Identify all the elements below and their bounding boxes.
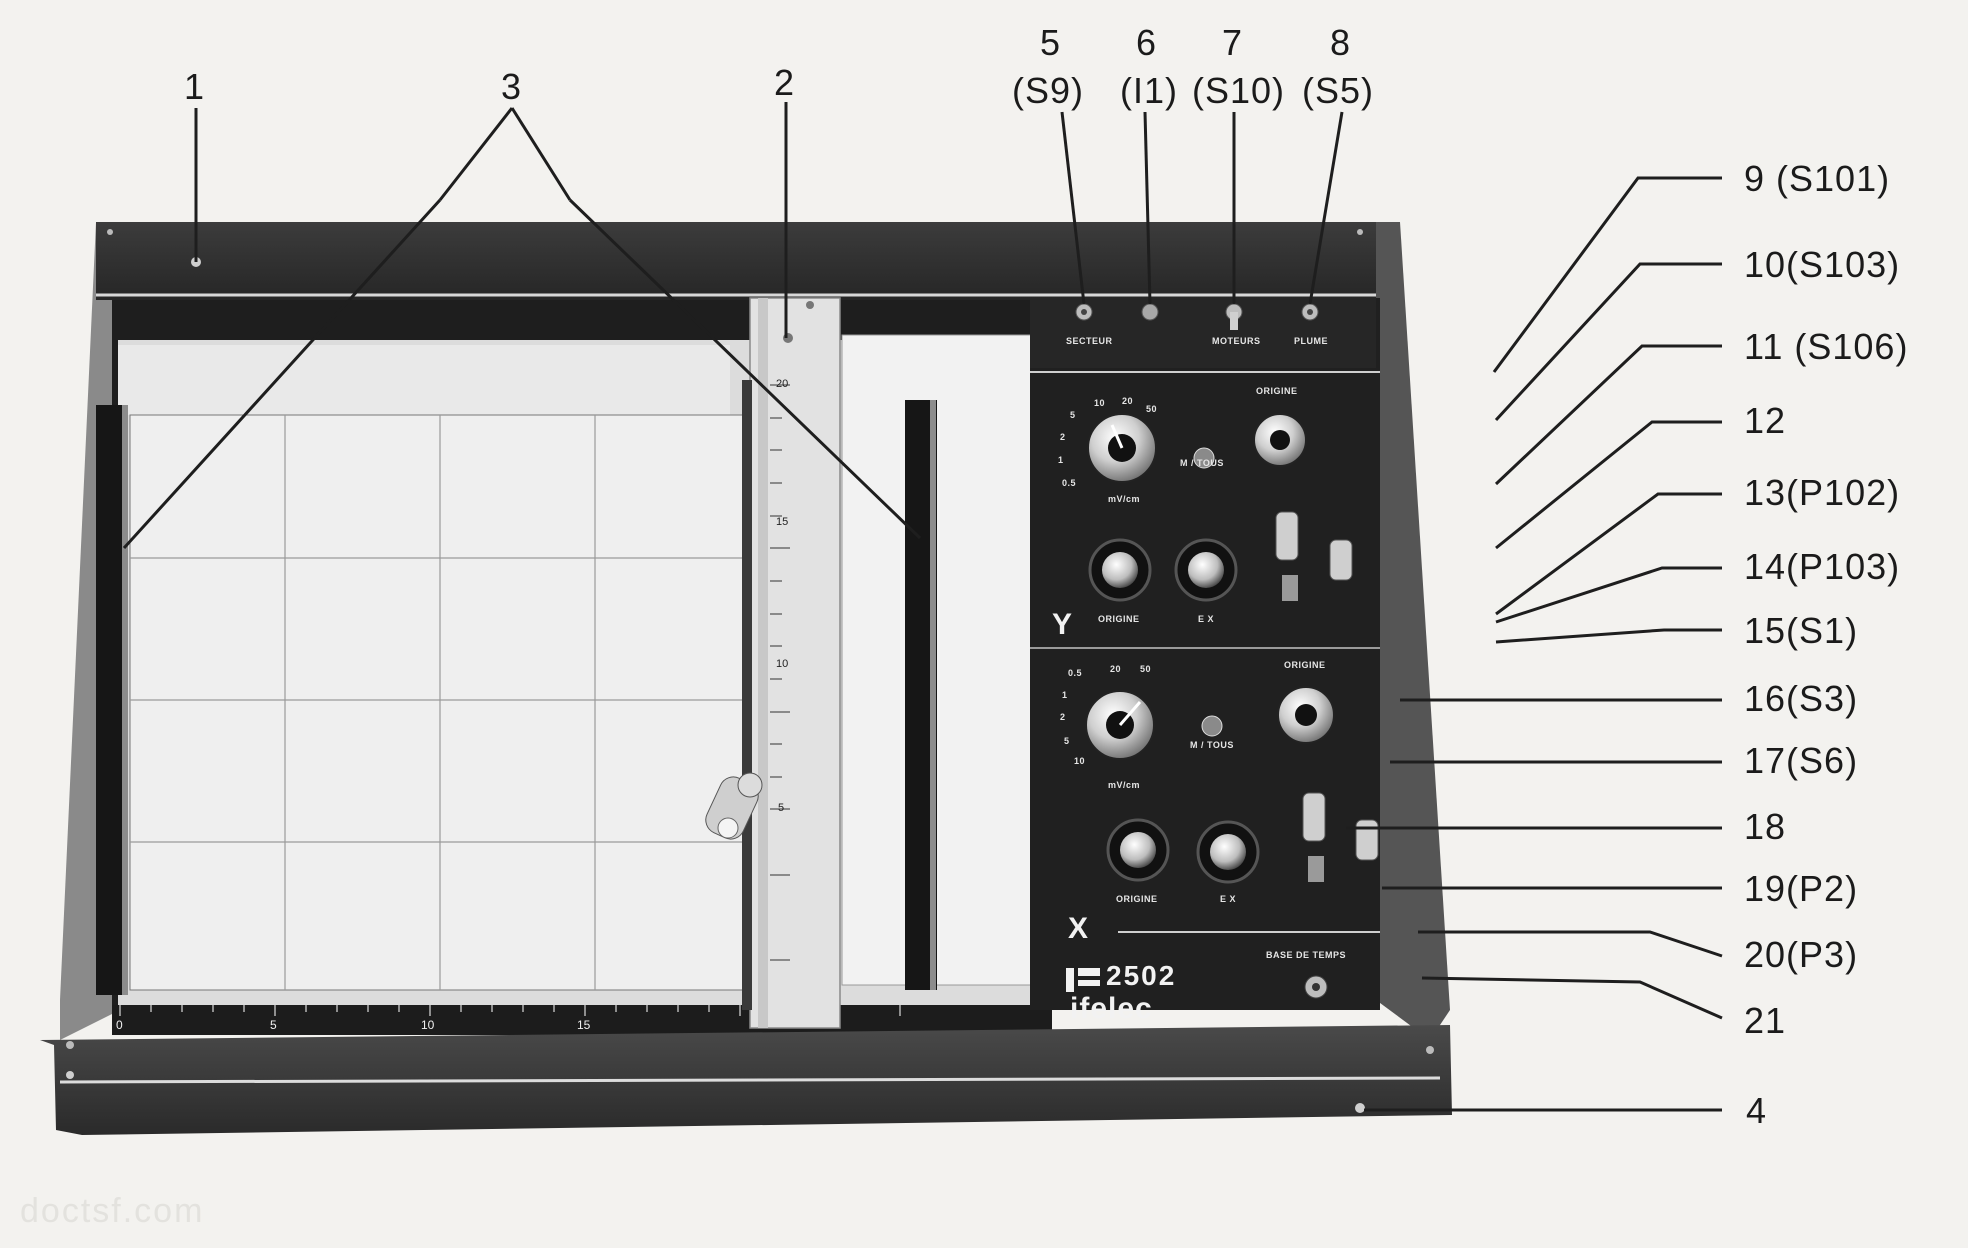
watermark: doctsf.com <box>20 1192 205 1230</box>
x-calib-label: M / TOUS <box>1190 740 1234 750</box>
y-calib-label: M / TOUS <box>1180 458 1224 468</box>
recorder-case <box>40 222 1452 1135</box>
callout-12: 12 <box>1744 400 1787 441</box>
callout-1: 1 <box>184 66 206 107</box>
callout-4: 4 <box>1746 1090 1768 1131</box>
callout-3: 3 <box>501 66 523 107</box>
callout-9: 9 (S101) <box>1744 158 1891 199</box>
bottom-ruler-tick-0: 0 <box>116 1018 123 1032</box>
callout-10: 10(S103) <box>1744 244 1901 285</box>
leader-lines <box>122 102 1723 1112</box>
timebase-label: BASE DE TEMPS <box>1266 950 1347 960</box>
pen-holder <box>705 772 763 840</box>
pen-switch-label: PLUME <box>1294 336 1328 346</box>
right-side-panel <box>1376 222 1450 1040</box>
carriage-scale <box>770 384 790 961</box>
x-scale-value-6: 50 <box>1140 664 1152 674</box>
x-calibration-toggle[interactable] <box>1201 715 1223 737</box>
callout-13: 13(P102) <box>1744 472 1901 513</box>
callout-19: 19(P2) <box>1744 868 1859 909</box>
mains-switch-label: SECTEUR <box>1066 336 1113 346</box>
paper-top-strip <box>118 345 730 415</box>
control-panel <box>1030 298 1380 1010</box>
bottom-ruler-tick-10: 10 <box>421 1018 435 1032</box>
x-scale-value-0: 0.5 <box>1068 668 1083 678</box>
callout-6: 6 <box>1136 22 1158 63</box>
brand-logo-mark <box>1066 968 1100 992</box>
bottom-ruler-tick-15: 15 <box>577 1018 591 1032</box>
x-sensitivity-knob[interactable] <box>1085 690 1155 760</box>
carriage-tick-20: 20 <box>776 378 789 390</box>
x-scale-value-2: 2 <box>1060 712 1066 722</box>
carriage-tick-10: 10 <box>776 658 789 670</box>
y-ex-label: E X <box>1198 614 1215 624</box>
y-origin-knob[interactable] <box>1088 538 1152 602</box>
y-ex-knob[interactable] <box>1174 538 1238 602</box>
x-origin-knob-label: ORIGINE <box>1116 894 1158 904</box>
bottom-ruler <box>112 1005 1052 1035</box>
x-ex-label: E X <box>1220 894 1237 904</box>
callout-21: 21 <box>1744 1000 1787 1041</box>
paper-grid <box>130 415 750 990</box>
timebase-switch[interactable] <box>1304 975 1328 999</box>
x-range-switch[interactable] <box>1277 686 1335 744</box>
brand-name: ifelec <box>1070 992 1153 1025</box>
callout-2: 2 <box>774 62 796 103</box>
y-origin-knob-label: ORIGINE <box>1098 614 1140 624</box>
y-calibration-toggle[interactable] <box>1193 447 1215 469</box>
y-section-letter: Y <box>1052 608 1073 641</box>
y-scale-value-4: 10 <box>1094 398 1106 408</box>
x-scale-value-4: 10 <box>1074 756 1086 766</box>
callout-16: 16(S3) <box>1744 678 1859 719</box>
callout-15: 15(S1) <box>1744 610 1859 651</box>
callout-18: 18 <box>1744 806 1787 847</box>
x-scale-value-3: 5 <box>1064 736 1070 746</box>
y-scale-value-1: 1 <box>1058 455 1064 465</box>
callout-6-code: (I1) <box>1120 70 1178 111</box>
pen-switch[interactable] <box>1301 303 1319 321</box>
callout-20: 20(P3) <box>1744 934 1859 975</box>
y-input-terminals[interactable] <box>1275 511 1353 601</box>
x-origin-range-label: ORIGINE <box>1284 660 1326 670</box>
x-origin-knob[interactable] <box>1106 818 1170 882</box>
y-scale-value-5: 20 <box>1122 396 1134 406</box>
y-scale-value-0: 0.5 <box>1062 478 1077 488</box>
x-input-terminals[interactable] <box>1302 792 1379 882</box>
x-ex-knob[interactable] <box>1196 820 1260 884</box>
callout-5: 5 <box>1040 22 1062 63</box>
callout-17: 17(S6) <box>1744 740 1859 781</box>
bottom-ruler-tick-5: 5 <box>270 1018 277 1032</box>
callout-7-code: (S10) <box>1192 70 1286 111</box>
mains-indicator-lamp <box>1141 303 1159 321</box>
x-section-letter: X <box>1068 912 1089 945</box>
callout-14: 14(P103) <box>1744 546 1901 587</box>
y-scale-value-6: 50 <box>1146 404 1158 414</box>
callout-11: 11 (S106) <box>1744 326 1909 367</box>
y-scale-value-3: 5 <box>1070 410 1076 420</box>
x-scale-value-5: 20 <box>1110 664 1122 674</box>
y-origin-range-label: ORIGINE <box>1256 386 1298 396</box>
x-sensitivity-label: mV/cm <box>1108 780 1141 790</box>
motors-switch-label: MOTEURS <box>1212 336 1261 346</box>
y-sensitivity-label: mV/cm <box>1108 494 1141 504</box>
callout-8-code: (S5) <box>1302 70 1375 111</box>
callout-7: 7 <box>1222 22 1244 63</box>
callout-8: 8 <box>1330 22 1352 63</box>
callout-5-code: (S9) <box>1012 70 1085 111</box>
carriage-tick-5: 5 <box>778 802 785 814</box>
pen-guide-rod <box>742 380 752 1010</box>
x-scale-value-1: 1 <box>1062 690 1068 700</box>
mains-switch[interactable] <box>1075 303 1093 321</box>
top-cover-bar <box>96 222 1376 300</box>
model-number: 2502 <box>1106 960 1177 991</box>
y-range-switch[interactable] <box>1253 413 1307 467</box>
carriage-tick-15: 15 <box>776 516 789 528</box>
y-sensitivity-knob[interactable] <box>1087 413 1157 483</box>
y-scale-value-2: 2 <box>1060 432 1066 442</box>
